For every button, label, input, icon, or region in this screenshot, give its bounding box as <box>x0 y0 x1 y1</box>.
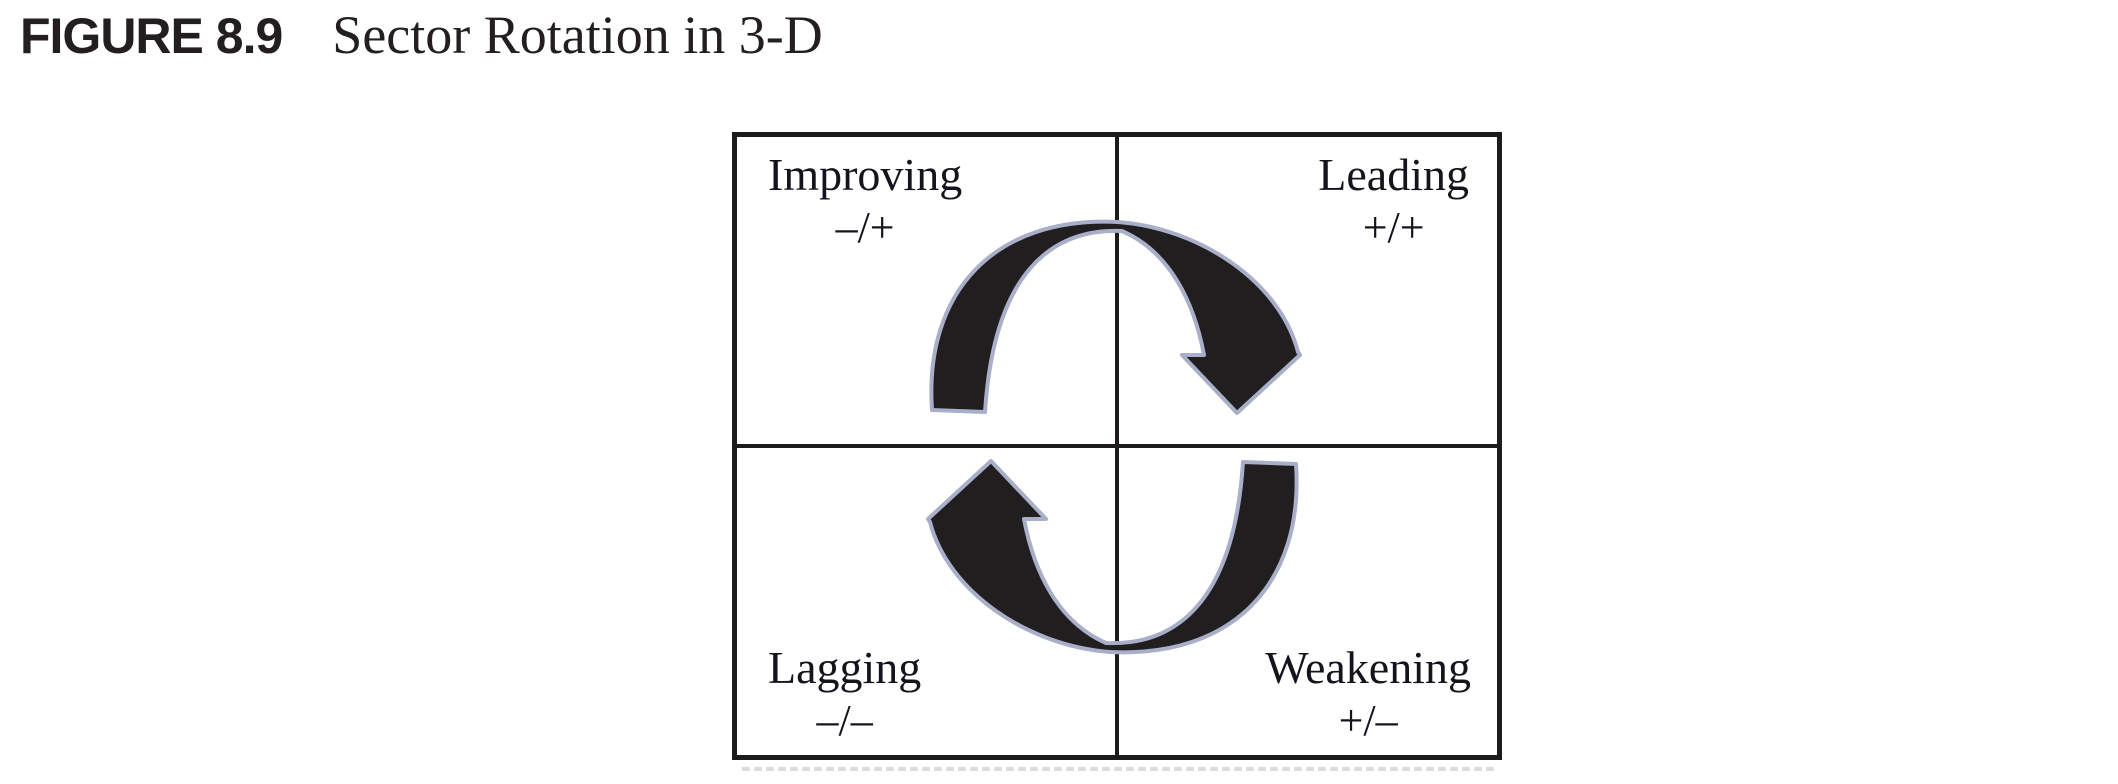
quadrant-leading: Leading +/+ <box>1318 149 1469 252</box>
quadrant-weakening: Weakening +/– <box>1265 642 1471 745</box>
scan-shadow-line <box>742 767 1494 771</box>
quadrant-lagging-sign: –/– <box>816 695 873 745</box>
horizontal-divider-line <box>737 444 1497 448</box>
figure-title: Sector Rotation in 3-D <box>332 5 823 65</box>
quadrant-lagging-label: Lagging <box>768 642 922 694</box>
clockwise-arrow-bottom-icon <box>926 459 1299 655</box>
quadrant-grid: Improving –/+ Leading +/+ Lagging –/– We… <box>732 132 1502 760</box>
quadrant-improving: Improving –/+ <box>768 149 962 252</box>
quadrant-improving-sign: –/+ <box>835 202 895 252</box>
quadrant-leading-label: Leading <box>1318 149 1469 200</box>
figure-number-label: FIGURE 8.9 <box>20 8 283 64</box>
quadrant-leading-sign: +/+ <box>1362 202 1425 252</box>
quadrant-lagging: Lagging –/– <box>768 642 921 745</box>
quadrant-weakening-label: Weakening <box>1265 642 1471 694</box>
quadrant-improving-label: Improving <box>768 149 963 200</box>
figure-caption: FIGURE 8.9 Sector Rotation in 3-D <box>20 4 823 66</box>
quadrant-weakening-sign: +/– <box>1338 695 1398 745</box>
